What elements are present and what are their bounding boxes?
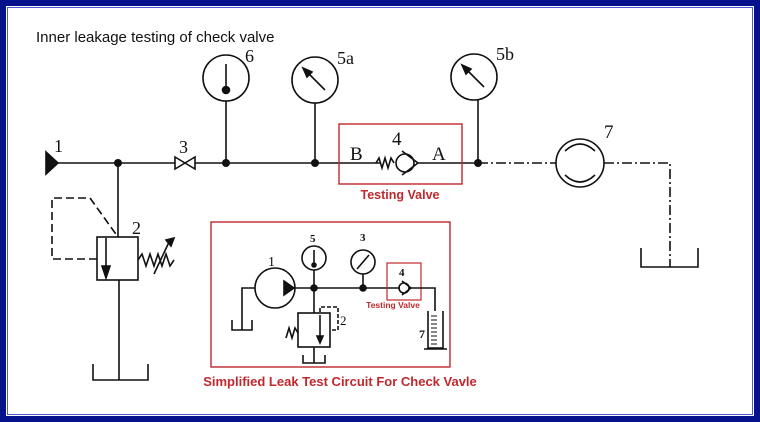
inset-caption: Simplified Leak Test Circuit For Check V… bbox=[203, 374, 477, 389]
flow-meter-icon: 7 bbox=[555, 122, 614, 188]
gauge-5b-icon: 5b bbox=[450, 44, 514, 163]
check-ball-icon bbox=[395, 153, 415, 173]
svg-text:2: 2 bbox=[132, 218, 141, 238]
svg-text:3: 3 bbox=[179, 137, 188, 157]
main-pressure-line bbox=[52, 162, 671, 267]
inset-relief-valve-icon: 2 bbox=[285, 288, 347, 364]
svg-text:B: B bbox=[350, 144, 363, 165]
gauge-5a-icon: 5a bbox=[291, 48, 354, 163]
inset-testing-valve-caption: Testing Valve bbox=[366, 300, 420, 310]
svg-text:2: 2 bbox=[340, 313, 347, 328]
svg-text:7: 7 bbox=[419, 327, 425, 341]
spring-icon bbox=[375, 155, 395, 171]
svg-text:4: 4 bbox=[399, 267, 405, 279]
svg-text:1: 1 bbox=[54, 136, 63, 156]
svg-text:A: A bbox=[432, 144, 446, 165]
relief-valve-icon: 2 bbox=[51, 163, 176, 381]
junction-dots bbox=[114, 159, 482, 167]
svg-text:5b: 5b bbox=[496, 44, 514, 64]
tank-icon bbox=[640, 248, 699, 268]
throttle-valve-icon: 3 bbox=[174, 137, 196, 171]
gauge-6-icon: 6 bbox=[202, 46, 254, 163]
inset-gauge-5-icon: 5 bbox=[301, 233, 327, 288]
diagram-title: Inner leakage testing of check valve bbox=[36, 29, 274, 46]
svg-text:5: 5 bbox=[310, 233, 316, 245]
pump-icon: 1 bbox=[45, 136, 63, 176]
svg-text:4: 4 bbox=[392, 129, 402, 150]
testing-valve-caption: Testing Valve bbox=[361, 188, 440, 202]
svg-text:5a: 5a bbox=[337, 48, 354, 68]
simplified-circuit-inset: 1 5 3 4 Testing Valve 7 bbox=[210, 221, 451, 368]
testing-valve-box: B A 4 Testing Valve bbox=[338, 123, 463, 202]
inset-gauge-3-icon: 3 bbox=[350, 232, 376, 288]
measuring-cylinder-icon: 7 bbox=[419, 311, 447, 350]
svg-text:7: 7 bbox=[604, 122, 614, 143]
svg-text:3: 3 bbox=[360, 232, 366, 244]
svg-text:1: 1 bbox=[268, 255, 275, 270]
svg-text:6: 6 bbox=[245, 46, 254, 66]
